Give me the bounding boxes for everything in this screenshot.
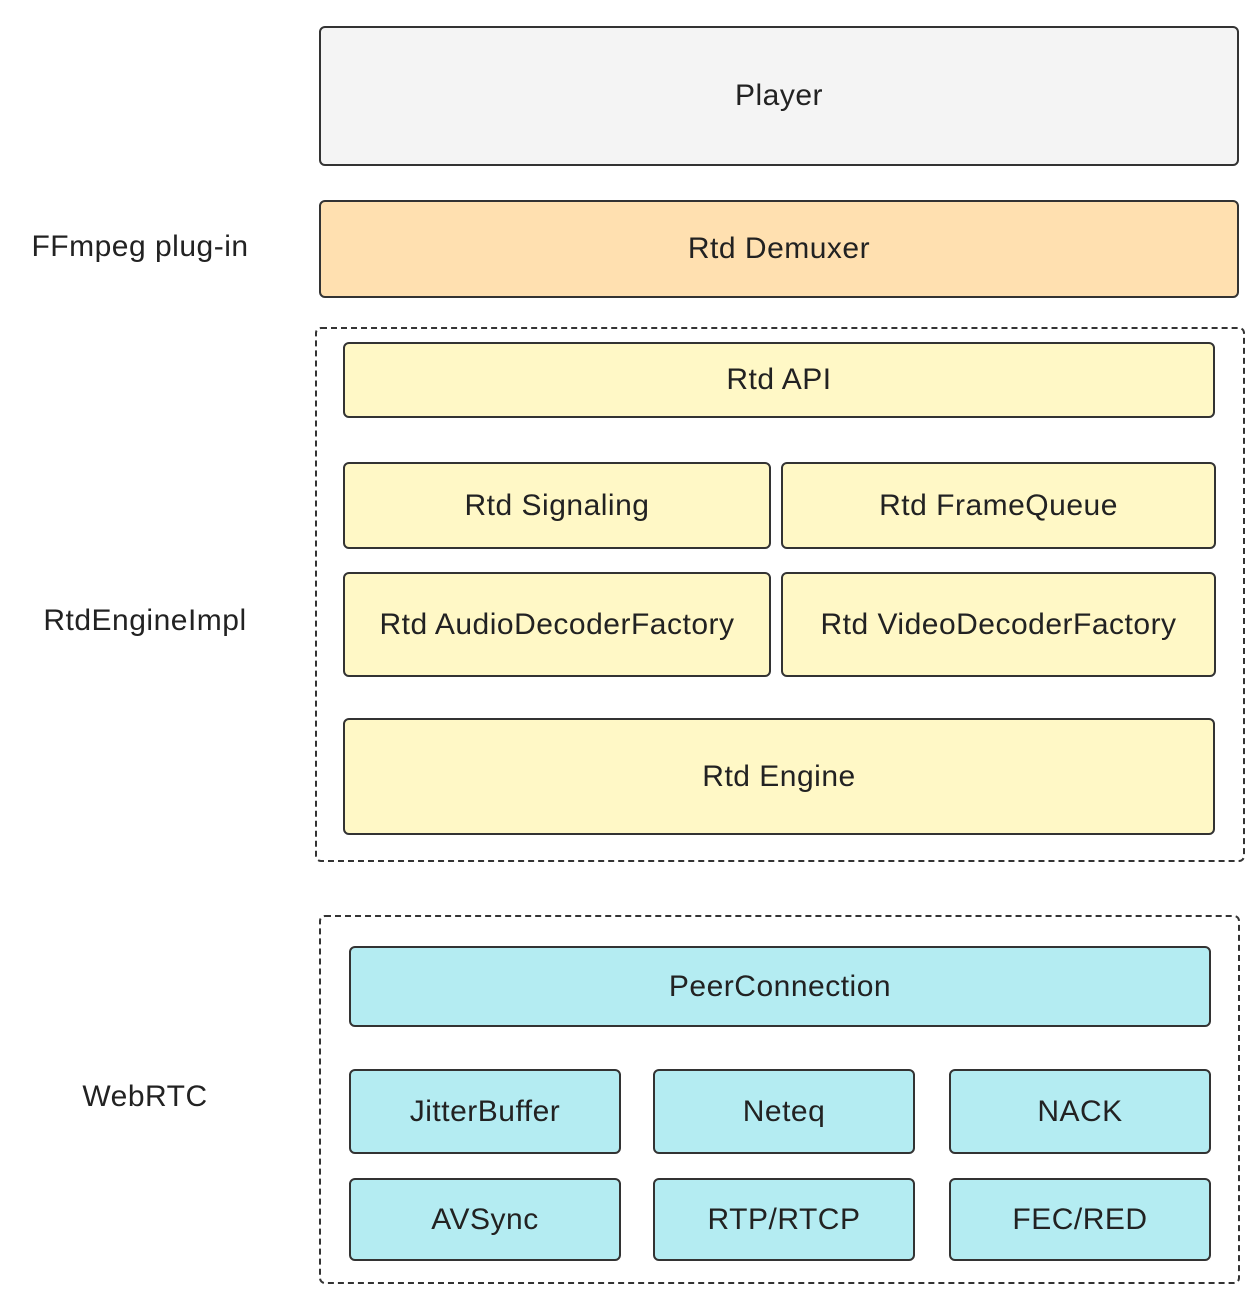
rtd-demuxer-box: Rtd Demuxer — [319, 200, 1239, 298]
ffmpeg-plugin-label: FFmpeg plug-in — [31, 230, 249, 263]
rtd-api-box: Rtd API — [343, 342, 1215, 418]
fec-red-box: FEC/RED — [949, 1178, 1211, 1261]
rtd-audio-decoder-factory-box: Rtd AudioDecoderFactory — [343, 572, 771, 677]
peer-connection-box: PeerConnection — [349, 946, 1211, 1027]
avsync-box: AVSync — [349, 1178, 621, 1261]
nack-box: NACK — [949, 1069, 1211, 1154]
webrtc-label: WebRTC — [82, 1080, 208, 1113]
rtp-rtcp-box: RTP/RTCP — [653, 1178, 915, 1261]
player-box: Player — [319, 26, 1239, 166]
rtd-video-decoder-factory-box: Rtd VideoDecoderFactory — [781, 572, 1216, 677]
rtd-engine-impl-group — [315, 327, 1245, 862]
jitter-buffer-box: JitterBuffer — [349, 1069, 621, 1154]
rtd-engine-impl-label: RtdEngineImpl — [43, 604, 247, 637]
rtd-signaling-box: Rtd Signaling — [343, 462, 771, 549]
rtd-engine-box: Rtd Engine — [343, 718, 1215, 835]
webrtc-group — [319, 915, 1240, 1284]
neteq-box: Neteq — [653, 1069, 915, 1154]
rtd-frame-queue-box: Rtd FrameQueue — [781, 462, 1216, 549]
